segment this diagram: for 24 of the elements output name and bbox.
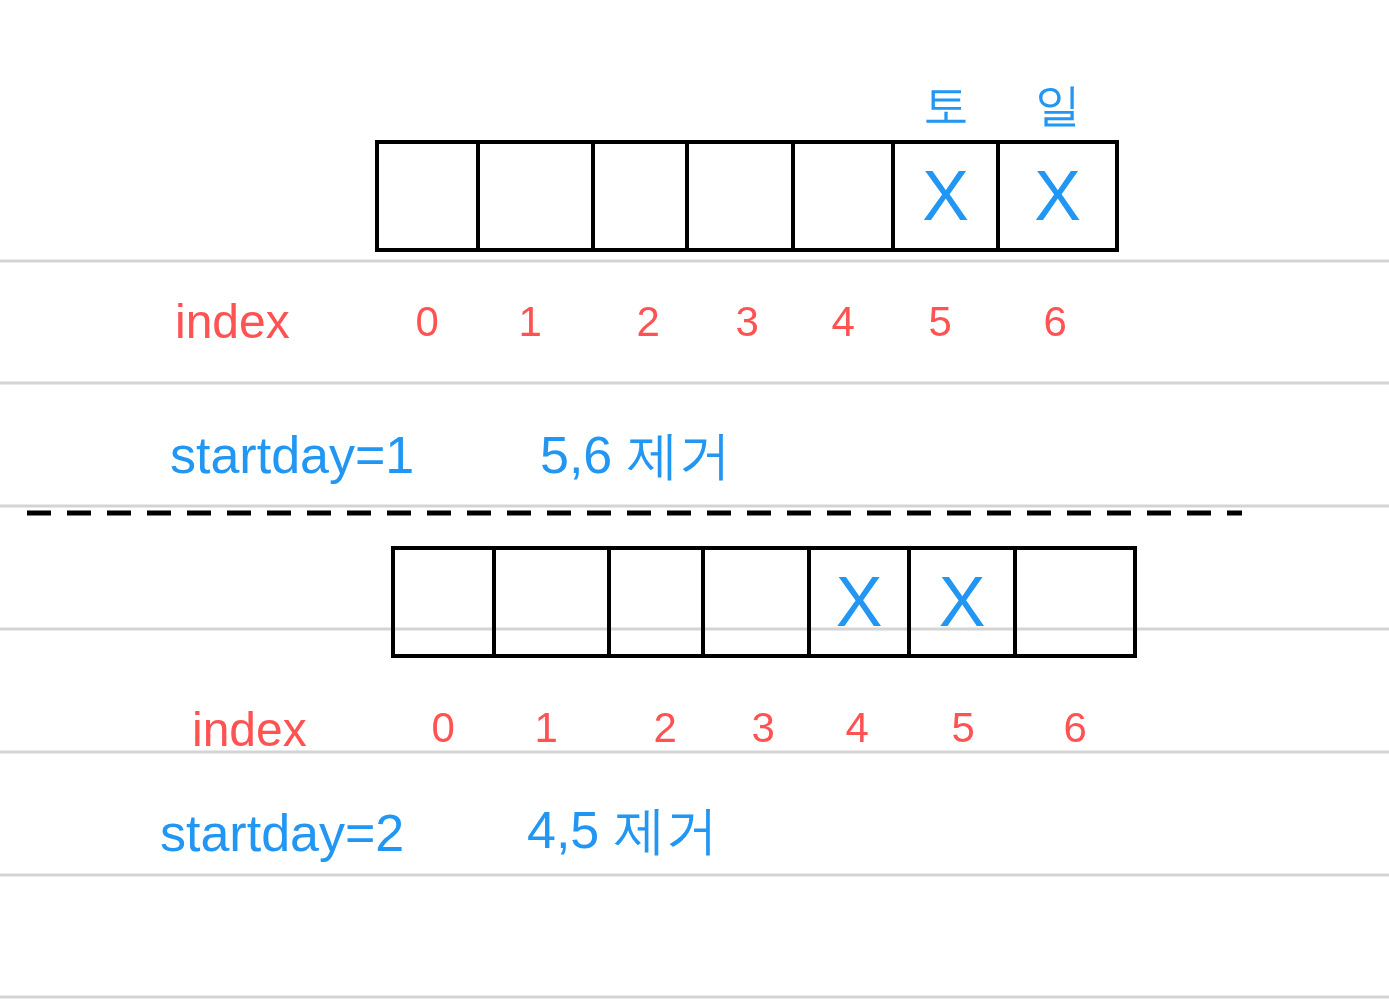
index-number: 4 bbox=[845, 707, 869, 749]
cross-mark: X bbox=[1034, 161, 1081, 231]
note-text: 5,6 제거 bbox=[540, 429, 731, 481]
index-number: 3 bbox=[735, 301, 759, 343]
index-number: 6 bbox=[1063, 707, 1087, 749]
note-text: 4,5 제거 bbox=[527, 804, 718, 856]
index-number: 5 bbox=[928, 301, 952, 343]
index-number: 2 bbox=[653, 707, 677, 749]
row-label: index bbox=[192, 706, 307, 754]
index-number: 3 bbox=[751, 707, 775, 749]
index-number: 1 bbox=[518, 301, 542, 343]
index-number: 1 bbox=[534, 707, 558, 749]
index-number: 6 bbox=[1043, 301, 1067, 343]
day-label: 일 bbox=[1034, 82, 1081, 128]
index-number: 5 bbox=[951, 707, 975, 749]
cross-mark: X bbox=[922, 161, 969, 231]
index-number: 0 bbox=[431, 707, 455, 749]
cross-mark: X bbox=[835, 567, 883, 637]
day-label: 토 bbox=[922, 82, 969, 128]
cross-mark: X bbox=[938, 567, 986, 637]
index-number: 0 bbox=[415, 301, 439, 343]
index-number: 2 bbox=[636, 301, 660, 343]
row-label: index bbox=[175, 298, 290, 346]
index-number: 4 bbox=[831, 301, 855, 343]
